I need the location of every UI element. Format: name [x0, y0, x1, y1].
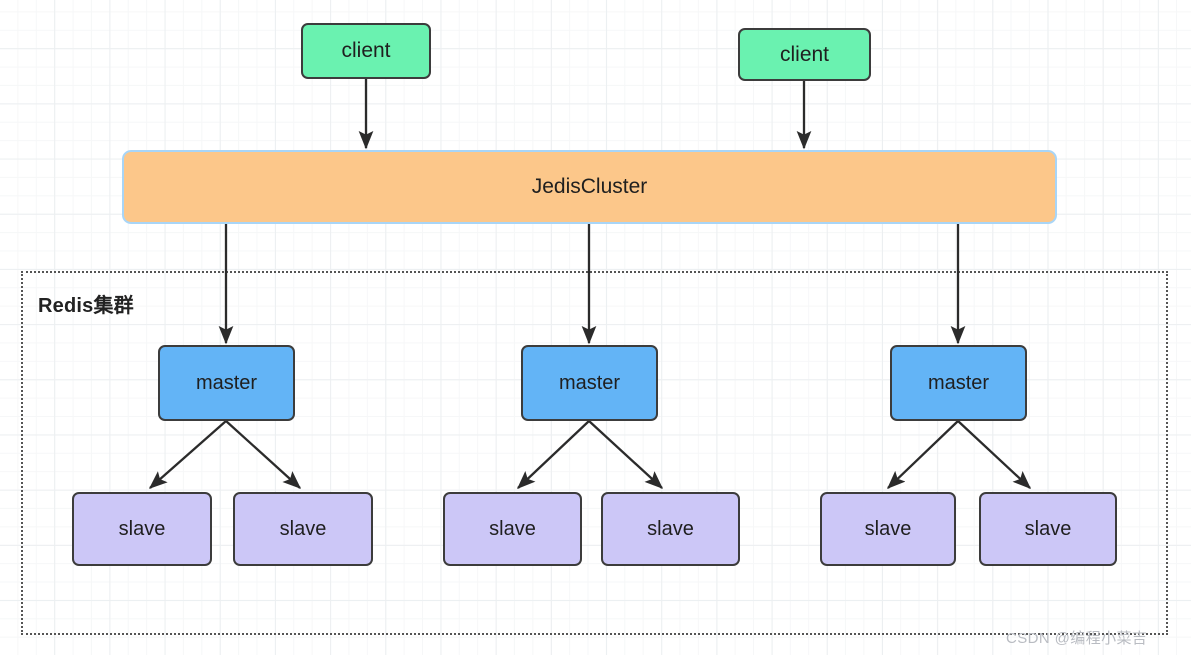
jedis-cluster-node[interactable]: JedisCluster: [122, 150, 1057, 224]
redis-cluster-region: [21, 271, 1168, 635]
slave-node-1-2-label: slave: [279, 518, 327, 540]
csdn-watermark: CSDN @编程小菜吉: [1006, 630, 1148, 647]
master-node-3-label: master: [927, 372, 990, 394]
master-node-2[interactable]: master: [521, 345, 658, 421]
client-node-1[interactable]: client: [301, 23, 431, 79]
master-node-1[interactable]: master: [158, 345, 295, 421]
redis-cluster-label: Redis集群: [38, 295, 134, 317]
slave-node-2-1-label: slave: [489, 518, 536, 540]
master-node-3[interactable]: master: [890, 345, 1027, 421]
slave-node-1-1[interactable]: slave: [72, 492, 212, 566]
master-node-1-label: master: [195, 372, 258, 394]
client-node-1-label: client: [341, 39, 391, 63]
master-node-2-label: master: [558, 372, 621, 394]
slave-node-2-2-label: slave: [647, 518, 694, 540]
slave-node-1-1-label: slave: [118, 518, 166, 540]
slave-node-3-1-label: slave: [864, 518, 912, 540]
jedis-cluster-node-label: JedisCluster: [531, 175, 648, 199]
slave-node-1-2[interactable]: slave: [233, 492, 373, 566]
slave-node-3-2[interactable]: slave: [979, 492, 1117, 566]
slave-node-3-1[interactable]: slave: [820, 492, 956, 566]
client-node-2-label: client: [779, 42, 830, 66]
slave-node-2-2[interactable]: slave: [601, 492, 740, 566]
slave-node-3-2-label: slave: [1024, 518, 1072, 540]
client-node-2[interactable]: client: [738, 28, 871, 81]
slave-node-2-1[interactable]: slave: [443, 492, 582, 566]
